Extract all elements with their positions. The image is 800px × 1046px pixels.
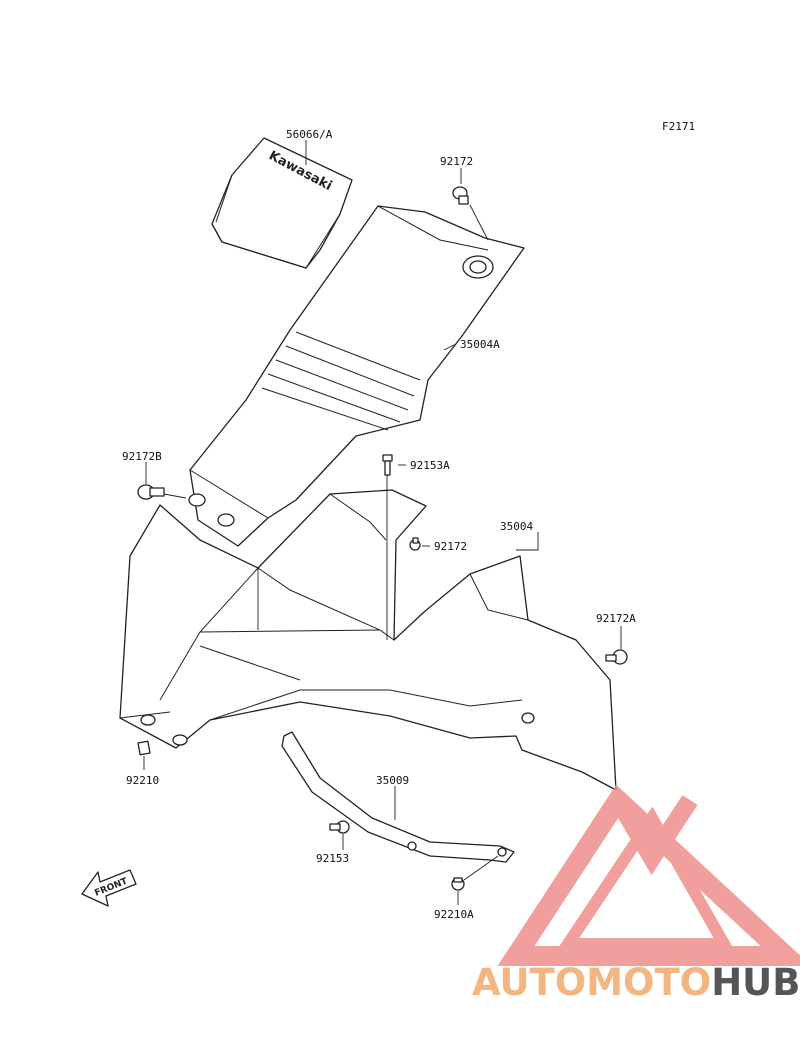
label-92210: 92210 [126, 774, 159, 787]
watermark-text: AUTOMOTOHUB [472, 961, 800, 1004]
label-92172b: 92172B [122, 450, 162, 463]
bolt-92172-mid[interactable] [409, 537, 421, 551]
watermark-text-part2: HUB [711, 961, 800, 1004]
label-56066a: 56066/A [286, 128, 333, 141]
label-92172-top: 92172 [440, 155, 473, 168]
bolt-92153a[interactable] [382, 454, 393, 476]
label-35009: 35009 [376, 774, 409, 787]
part-upper-cowl-35004a[interactable] [188, 205, 525, 547]
bolt-92153[interactable] [329, 820, 350, 834]
label-35004a: 35004A [460, 338, 500, 351]
label-92210a: 92210A [434, 908, 474, 921]
label-35004: 35004 [500, 520, 533, 533]
label-92172-mid: 92172 [434, 540, 467, 553]
part-emblem-56066a[interactable]: Kawasaki [211, 137, 353, 269]
front-arrow-icon: FRONT [81, 869, 137, 907]
bolt-92172b[interactable] [137, 484, 165, 500]
part-lower-cowl-35004[interactable] [119, 489, 617, 791]
nut-92210[interactable] [137, 740, 151, 756]
watermark-logo-icon [497, 784, 800, 966]
figure-code: F2171 [662, 120, 695, 133]
bolt-92172a[interactable] [605, 649, 628, 665]
watermark-text-part1: AUTOMOTO [472, 961, 711, 1004]
label-92153: 92153 [316, 852, 349, 865]
nut-92210a[interactable] [451, 877, 465, 891]
label-92172a: 92172A [596, 612, 636, 625]
part-bracket-35009[interactable] [281, 731, 515, 863]
bolt-92172-top[interactable] [452, 186, 469, 205]
label-92153a: 92153A [410, 459, 450, 472]
